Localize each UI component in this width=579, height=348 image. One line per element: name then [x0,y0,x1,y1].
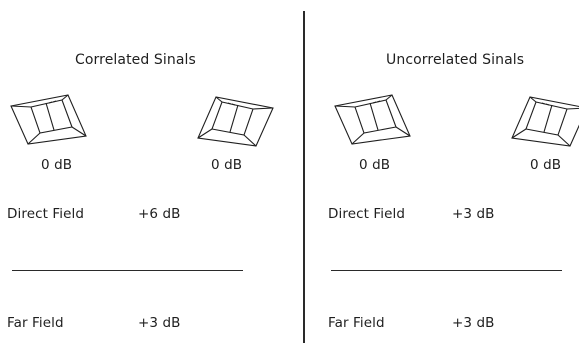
direct-field-label: Direct Field [328,206,406,222]
far-field-label: Far Field [7,315,64,331]
separator-line [331,270,562,271]
far-field-label: Far Field [328,315,385,331]
left-speaker-icon [334,94,411,145]
right-panel-title: Uncorrelated Sinals [386,52,525,68]
left-panel-title: Correlated Sinals [75,52,196,68]
left-speaker-icon [10,94,87,145]
right-speaker-icon [511,96,579,147]
panel-divider [303,11,305,343]
separator-line [12,270,243,271]
direct-field-value: +3 dB [452,206,495,222]
far-field-value: +3 dB [138,315,181,331]
far-field-value: +3 dB [452,315,495,331]
right-speaker-icon [197,96,274,147]
right-speaker-level: 0 dB [530,157,562,173]
left-speaker-level: 0 dB [41,157,73,173]
direct-field-label: Direct Field [7,206,85,222]
right-speaker-level: 0 dB [211,157,243,173]
left-speaker-level: 0 dB [359,157,391,173]
direct-field-value: +6 dB [138,206,181,222]
